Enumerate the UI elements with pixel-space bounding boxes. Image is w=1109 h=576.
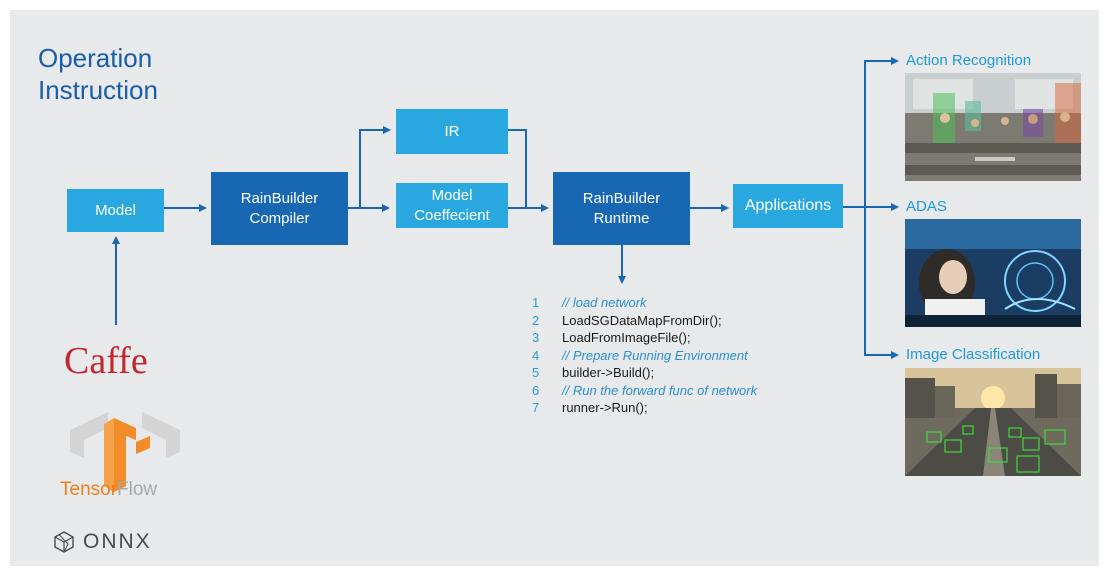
arrow-compiler-to-ir: [348, 126, 391, 209]
arrow-to-image-classification: [864, 207, 899, 359]
arrow-ir-to-runtime: [508, 129, 549, 212]
code-line: 6 // Run the forward func of network: [532, 382, 757, 400]
code-line: 4 // Prepare Running Environment: [532, 347, 757, 365]
code-line: 7 runner->Run();: [532, 399, 757, 417]
line-number: 4: [532, 347, 540, 363]
caffe-logo: Caffe: [64, 340, 148, 382]
code-line: 5 builder->Build();: [532, 364, 757, 382]
action-recognition-image: [905, 73, 1081, 181]
line-number: 3: [532, 330, 540, 345]
action-recognition-label: Action Recognition: [906, 52, 1032, 69]
line-number: 7: [532, 400, 540, 415]
adas-image: [905, 219, 1081, 327]
tensorflow-icon: [70, 412, 180, 492]
line-number: 6: [532, 382, 540, 398]
title-line-2: Instruction: [38, 75, 158, 105]
code-text: // load network: [562, 295, 647, 310]
rainbuilder-runtime-node: RainBuilder Runtime: [553, 172, 690, 245]
tensorflow-wordmark: TensorFlow: [60, 478, 157, 502]
code-listing: 1 // load network 2 LoadSGDataMapFromDir…: [532, 294, 757, 417]
model-coefficient-node: Model Coeffecient: [396, 183, 508, 228]
code-line: 1 // load network: [532, 294, 757, 312]
rainbuilder-compiler-node: RainBuilder Compiler: [211, 172, 348, 245]
slide-title: Operation Instruction: [38, 42, 158, 106]
image-classification-image: [905, 368, 1081, 476]
code-text: LoadSGDataMapFromDir();: [562, 312, 722, 328]
model-node: Model: [67, 189, 164, 232]
onnx-icon: [54, 531, 74, 553]
code-text: LoadFromImageFile();: [562, 330, 691, 345]
onnx-wordmark: ONNX: [83, 530, 152, 553]
code-text: // Prepare Running Environment: [562, 347, 748, 363]
tensorflow-word-flow: Flow: [117, 479, 158, 500]
adas-label: ADAS: [906, 198, 947, 215]
code-text: builder->Build();: [562, 365, 655, 380]
line-number: 2: [532, 312, 540, 328]
line-number: 5: [532, 365, 540, 380]
title-line-1: Operation: [38, 43, 153, 73]
ir-node: IR: [396, 109, 508, 154]
code-text: // Run the forward func of network: [562, 382, 758, 398]
code-text: runner->Run();: [562, 400, 648, 415]
applications-node: Applications: [733, 184, 843, 228]
image-classification-label: Image Classification: [906, 346, 1041, 363]
code-line: 3 LoadFromImageFile();: [532, 329, 757, 347]
code-line: 2 LoadSGDataMapFromDir();: [532, 312, 757, 330]
arrow-to-action-recognition: [864, 57, 899, 207]
line-number: 1: [532, 295, 540, 310]
tensorflow-word-tensor: Tensor: [60, 479, 118, 500]
